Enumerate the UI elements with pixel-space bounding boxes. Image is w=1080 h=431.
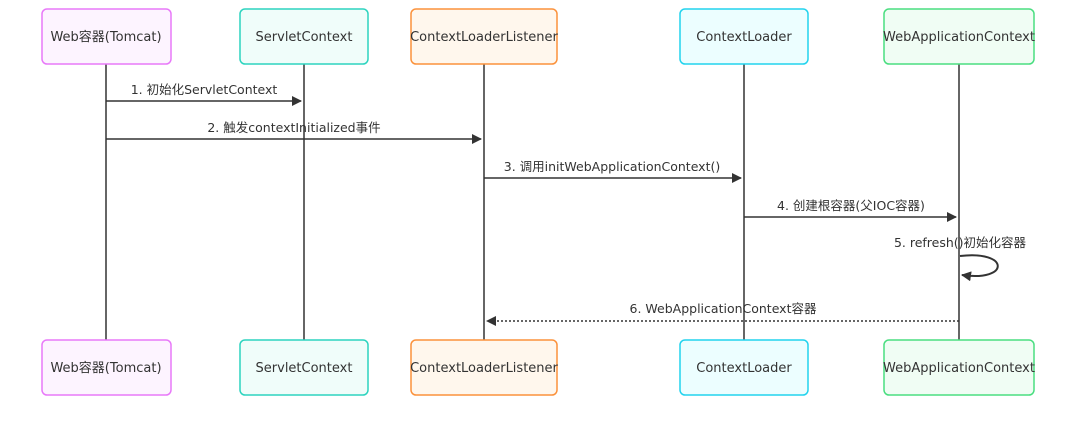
participant-context-loader-bottom: ContextLoader	[679, 339, 809, 396]
participant-context-loader-listener-bottom: ContextLoaderListener	[410, 339, 559, 396]
message-4: 4. 创建根容器(父IOC容器)	[744, 198, 957, 222]
message-1: 1. 初始化ServletContext	[106, 82, 302, 106]
message-2: 2. 触发contextInitialized事件	[106, 120, 482, 144]
message-6: 6. WebApplicationContext容器	[486, 301, 959, 326]
participant-servlet-context-top: ServletContext	[239, 8, 369, 65]
svg-text:Web容器(Tomcat): Web容器(Tomcat)	[50, 29, 161, 45]
participant-servlet-context-bottom: ServletContext	[239, 339, 369, 396]
svg-text:ContextLoaderListener: ContextLoaderListener	[410, 361, 558, 376]
svg-text:6. WebApplicationContext容器: 6. WebApplicationContext容器	[630, 301, 817, 316]
participant-context-loader-listener-top: ContextLoaderListener	[410, 8, 559, 65]
svg-text:2. 触发contextInitialized事件: 2. 触发contextInitialized事件	[207, 120, 380, 135]
svg-text:ServletContext: ServletContext	[256, 361, 353, 376]
svg-text:ContextLoaderListener: ContextLoaderListener	[410, 30, 558, 45]
message-5-self-arrow	[959, 254, 999, 282]
participant-web-container-top: Web容器(Tomcat)	[41, 8, 172, 65]
svg-text:ContextLoader: ContextLoader	[696, 30, 792, 45]
participant-web-application-context-top: WebApplicationContext	[883, 8, 1035, 65]
participant-web-application-context-bottom: WebApplicationContext	[883, 339, 1035, 396]
participant-web-container-bottom: Web容器(Tomcat)	[41, 339, 172, 396]
participant-context-loader-top: ContextLoader	[679, 8, 809, 65]
message-5-self: 5. refresh()初始化容器	[894, 235, 1027, 282]
svg-text:ContextLoader: ContextLoader	[696, 361, 792, 376]
svg-text:3. 调用initWebApplicationContext: 3. 调用initWebApplicationContext()	[504, 159, 721, 174]
svg-text:ServletContext: ServletContext	[256, 30, 353, 45]
svg-text:Web容器(Tomcat): Web容器(Tomcat)	[50, 360, 161, 376]
svg-text:5. refresh()初始化容器: 5. refresh()初始化容器	[894, 235, 1027, 250]
svg-text:4. 创建根容器(父IOC容器): 4. 创建根容器(父IOC容器)	[777, 198, 925, 213]
svg-text:WebApplicationContext: WebApplicationContext	[883, 361, 1035, 376]
message-3: 3. 调用initWebApplicationContext()	[484, 159, 742, 183]
svg-text:WebApplicationContext: WebApplicationContext	[883, 30, 1035, 45]
svg-text:1. 初始化ServletContext: 1. 初始化ServletContext	[131, 82, 278, 97]
